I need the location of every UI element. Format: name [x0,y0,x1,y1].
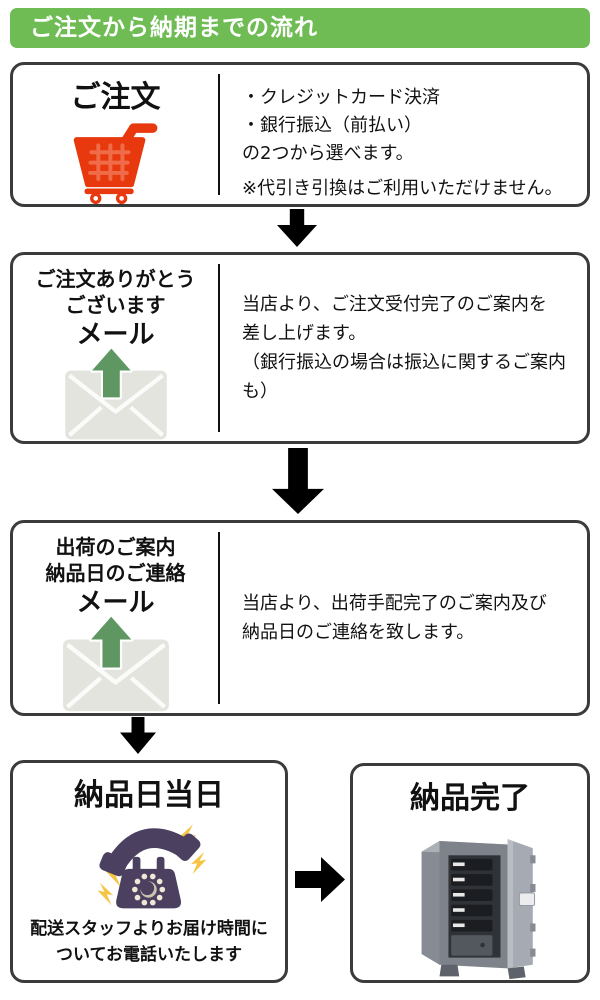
step-box-thanks-mail: ご注文ありがとう ございます メール 当店より、ご注文受付完了のご案内を 差し上… [10,252,590,444]
thanks-title-line: ございます [65,293,166,317]
mail-send-icon [62,615,169,712]
detail-line: ついてお電話いたします [56,944,242,965]
delivery-complete-title: 納品完了 [410,781,530,816]
right-arrow-icon [295,857,345,902]
thanks-details: 当店より、ご注文受付完了のご案内を 差し上げます。 （銀行振込の場合は振込に関す… [220,255,587,441]
detail-line: 納品日のご連絡を致します。 [242,622,475,643]
shipping-left-column: 出荷のご案内 納品日のご連絡 メール [13,523,218,713]
step-box-order: ご注文 ・クレジットカード決済 ・銀行振込（前払い） の2つから選べます。 ※代… [10,62,590,207]
detail-line: の2つから選べます。 [242,143,414,165]
shipping-details: 当店より、出荷手配完了のご案内及び 納品日のご連絡を致します。 [220,523,587,713]
down-arrow-icon [277,209,317,247]
mail-label: メール [76,588,155,618]
down-arrow-icon [120,717,156,754]
header-bar: ご注文から納期までの流れ [10,8,590,48]
thanks-left-column: ご注文ありがとう ございます メール [13,255,218,441]
order-left-column: ご注文 [13,65,218,204]
detail-line: 当店より、出荷手配完了のご案内及び [242,592,547,614]
column-divider [218,264,220,432]
column-divider [218,532,220,704]
step-box-delivery-complete: 納品完了 [350,763,590,983]
detail-line: ・銀行振込（前払い） [242,115,422,137]
order-details: ・クレジットカード決済 ・銀行振込（前払い） の2つから選べます。 ※代引き引換… [220,65,587,204]
detail-line: （銀行振込の場合は振込に関するご案内も） [242,352,566,403]
detail-line: ・クレジットカード決済 [242,87,440,108]
detail-line: 配送スタッフよりお届け時間に [30,919,268,939]
page-title: ご注文から納期までの流れ [30,15,318,41]
down-arrow-icon [272,448,324,514]
telephone-icon [97,824,207,909]
shopping-cart-icon [73,123,157,204]
shipping-title-line: 納品日のご連絡 [45,561,186,585]
thanks-title-line: ご注文ありがとう [35,267,196,291]
safe-photo [421,839,536,980]
shipping-title-line: 出荷のご案内 [55,535,176,559]
mail-label: メール [76,320,155,350]
detail-line: 差し上げます。 [242,322,367,344]
detail-line: 当店より、ご注文受付完了のご案内を [242,293,547,315]
step-box-shipping-mail: 出荷のご案内 納品日のご連絡 メール 当店より、出荷手配完了のご案内及び 納品日… [10,520,590,716]
step-box-delivery-day: 納品日当日 配送スタッフよりお届け時間に ついてお電話いたします [10,760,288,983]
delivery-day-caption: 配送スタッフよりお届け時間に ついてお電話いたします [30,917,268,968]
note-line: ※代引き引換はご利用いただけません。 [242,178,563,200]
column-divider [218,74,220,195]
delivery-day-title: 納品日当日 [74,778,224,813]
order-title: ご注文 [70,80,161,115]
mail-send-icon [64,347,167,440]
